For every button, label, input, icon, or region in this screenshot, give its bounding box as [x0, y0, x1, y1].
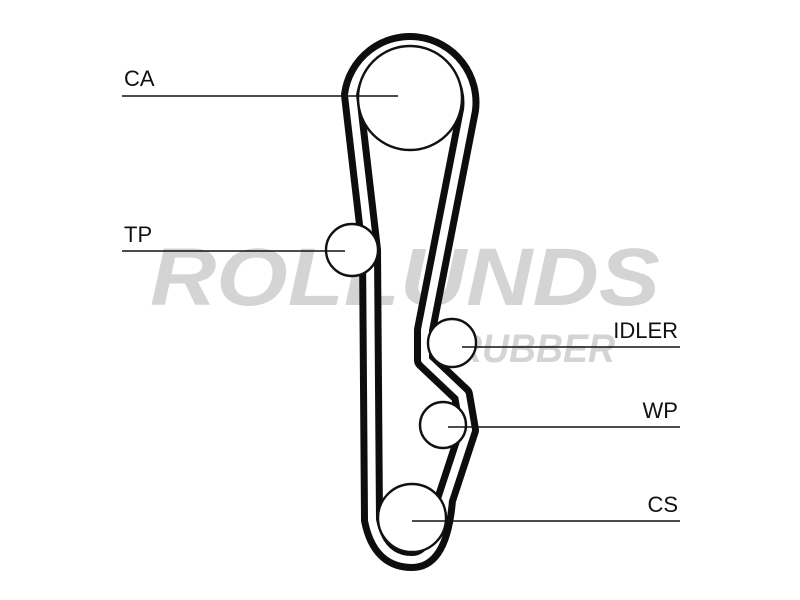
leader-lines	[122, 95, 680, 522]
watermark-rollunds: ROLLUNDS	[150, 232, 660, 323]
label-cs: CS	[647, 492, 678, 517]
pulley-wp	[418, 400, 468, 450]
pulley-idler	[426, 317, 478, 369]
label-wp: WP	[643, 398, 678, 423]
pulley-ca	[356, 44, 464, 152]
labels: CA TP IDLER WP CS	[124, 66, 678, 517]
label-ca: CA	[124, 66, 155, 91]
timing-belt	[341, 33, 480, 571]
belt-inner-edge	[348, 40, 473, 564]
pulley-cs	[376, 482, 448, 554]
pulley-tp	[324, 222, 380, 278]
label-tp: TP	[124, 222, 152, 247]
label-idler: IDLER	[613, 318, 678, 343]
watermark-rubber: RUBBER	[455, 327, 615, 371]
watermark: ROLLUNDS RUBBER	[150, 232, 660, 371]
pulleys	[324, 44, 478, 554]
